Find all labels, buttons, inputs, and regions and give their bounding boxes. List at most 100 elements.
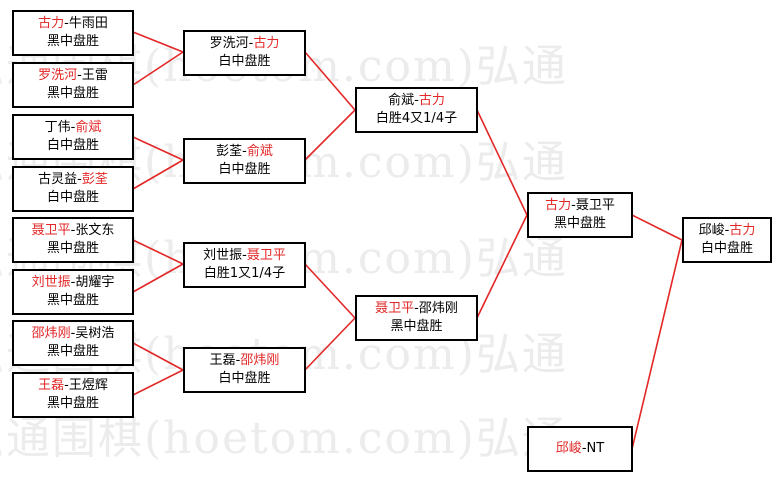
player-1: 聂卫平 bbox=[31, 223, 71, 238]
match-result: 黑中盘胜 bbox=[46, 241, 99, 256]
separator: - bbox=[77, 68, 82, 83]
match-players: 刘世振-胡耀宇 bbox=[32, 274, 115, 292]
player-2: 聂卫平 bbox=[246, 248, 286, 263]
player-2: 俞斌 bbox=[75, 120, 102, 135]
separator: - bbox=[248, 36, 254, 51]
round3-match: 聂卫平-邵炜刚 黑中盘胜 bbox=[355, 295, 478, 341]
round3-match: 俞斌-古力 白胜4又1/4子 bbox=[355, 87, 478, 133]
round2-match: 刘世振-聂卫平 白胜1又1/4子 bbox=[183, 242, 306, 288]
player-2: 王煜辉 bbox=[68, 378, 108, 393]
match-players: 彭荃-俞斌 bbox=[216, 143, 273, 161]
semifinal-match: 邱峻-NT bbox=[527, 426, 633, 472]
round1-match: 罗洗河-王雷 黑中盘胜 bbox=[12, 62, 134, 108]
player-1: 俞斌 bbox=[388, 93, 415, 108]
player-1: 古灵益 bbox=[38, 172, 78, 187]
round1-match: 古灵益-彭荃 白中盘胜 bbox=[12, 166, 134, 212]
player-2: 俞斌 bbox=[246, 144, 273, 159]
match-result: 黑中盘胜 bbox=[46, 344, 99, 359]
player-2: 古力 bbox=[729, 223, 756, 238]
connector-line bbox=[132, 369, 184, 396]
connector-line bbox=[304, 51, 356, 111]
player-2: 古力 bbox=[253, 36, 280, 51]
separator: - bbox=[77, 172, 82, 187]
match-players: 聂卫平-张文东 bbox=[32, 222, 115, 240]
match-result: 白胜1又1/4子 bbox=[203, 266, 286, 281]
match-players: 罗洗河-王雷 bbox=[38, 67, 108, 85]
player-1: 邱峻 bbox=[555, 441, 582, 456]
match-result: 白中盘胜 bbox=[700, 241, 753, 256]
separator: - bbox=[571, 198, 576, 213]
watermark: 弘通围棋(hoetom.com)弘通 bbox=[0, 413, 568, 464]
connector-line bbox=[132, 136, 184, 161]
player-2: 彭荃 bbox=[81, 172, 108, 187]
round2-match: 彭荃-俞斌 白中盘胜 bbox=[183, 138, 306, 184]
match-result: 白中盘胜 bbox=[218, 371, 271, 386]
match-players: 罗洗河-古力 bbox=[210, 35, 280, 53]
match-players: 王磊-邵炜刚 bbox=[210, 352, 280, 370]
separator: - bbox=[70, 120, 76, 135]
player-1: 聂卫平 bbox=[375, 301, 415, 316]
match-result: 白中盘胜 bbox=[218, 54, 271, 69]
player-1: 邵炜刚 bbox=[31, 326, 71, 341]
player-1: 刘世振 bbox=[203, 248, 243, 263]
separator: - bbox=[64, 378, 69, 393]
round1-match: 刘世振-胡耀宇 黑中盘胜 bbox=[12, 269, 134, 315]
match-result: 白胜4又1/4子 bbox=[375, 111, 458, 126]
match-players: 王磊-王煜辉 bbox=[38, 377, 108, 395]
connector-line bbox=[476, 214, 528, 319]
player-2: 邵炜刚 bbox=[240, 353, 280, 368]
player-1: 王磊 bbox=[38, 378, 65, 393]
round1-match: 邵炜刚-吴树浩 黑中盘胜 bbox=[12, 320, 134, 366]
connector-line bbox=[476, 109, 528, 216]
match-result: 黑中盘胜 bbox=[390, 319, 443, 334]
player-2: 吴树浩 bbox=[75, 326, 115, 341]
player-1: 刘世振 bbox=[31, 275, 71, 290]
separator: - bbox=[235, 353, 241, 368]
player-1: 古力 bbox=[38, 16, 65, 31]
player-1: 邱峻 bbox=[698, 223, 725, 238]
final-match: 邱峻-古力 白中盘胜 bbox=[682, 217, 772, 263]
round1-match: 古力-牛雨田 黑中盘胜 bbox=[12, 10, 134, 56]
separator: - bbox=[414, 301, 419, 316]
player-2: NT bbox=[586, 441, 605, 456]
match-result: 黑中盘胜 bbox=[46, 34, 99, 49]
connector-line bbox=[631, 239, 683, 450]
round2-match: 罗洗河-古力 白中盘胜 bbox=[183, 30, 306, 76]
connector-line bbox=[132, 51, 184, 86]
round1-match: 聂卫平-张文东 黑中盘胜 bbox=[12, 217, 134, 263]
player-2: 张文东 bbox=[75, 223, 115, 238]
separator: - bbox=[724, 223, 730, 238]
player-1: 王磊 bbox=[209, 353, 236, 368]
separator: - bbox=[64, 16, 69, 31]
connector-line bbox=[132, 31, 184, 53]
player-1: 丁伟 bbox=[44, 120, 71, 135]
match-players: 邵炜刚-吴树浩 bbox=[32, 325, 115, 343]
player-1: 罗洗河 bbox=[38, 68, 78, 83]
match-players: 古力-聂卫平 bbox=[545, 197, 615, 215]
match-players: 古力-牛雨田 bbox=[38, 15, 108, 33]
separator: - bbox=[70, 275, 76, 290]
match-players: 聂卫平-邵炜刚 bbox=[375, 300, 458, 318]
connector-line bbox=[132, 239, 184, 265]
connector-line bbox=[631, 214, 683, 241]
semifinal-match: 古力-聂卫平 黑中盘胜 bbox=[527, 192, 633, 238]
connector-line bbox=[304, 263, 356, 319]
match-players: 邱峻-NT bbox=[556, 440, 604, 458]
match-players: 古灵益-彭荃 bbox=[38, 171, 108, 189]
connector-line bbox=[304, 317, 356, 371]
match-result: 白中盘胜 bbox=[46, 138, 99, 153]
separator: - bbox=[242, 144, 247, 159]
match-result: 黑中盘胜 bbox=[46, 396, 99, 411]
match-players: 刘世振-聂卫平 bbox=[203, 247, 286, 265]
match-result: 黑中盘胜 bbox=[553, 216, 606, 231]
match-players: 俞斌-古力 bbox=[388, 92, 445, 110]
round1-match: 王磊-王煜辉 黑中盘胜 bbox=[12, 372, 134, 418]
match-result: 黑中盘胜 bbox=[46, 293, 99, 308]
player-2: 聂卫平 bbox=[575, 198, 615, 213]
connector-line bbox=[132, 159, 184, 190]
player-2: 古力 bbox=[418, 93, 445, 108]
separator: - bbox=[242, 248, 247, 263]
player-1: 罗洗河 bbox=[209, 36, 249, 51]
player-2: 牛雨田 bbox=[68, 16, 108, 31]
